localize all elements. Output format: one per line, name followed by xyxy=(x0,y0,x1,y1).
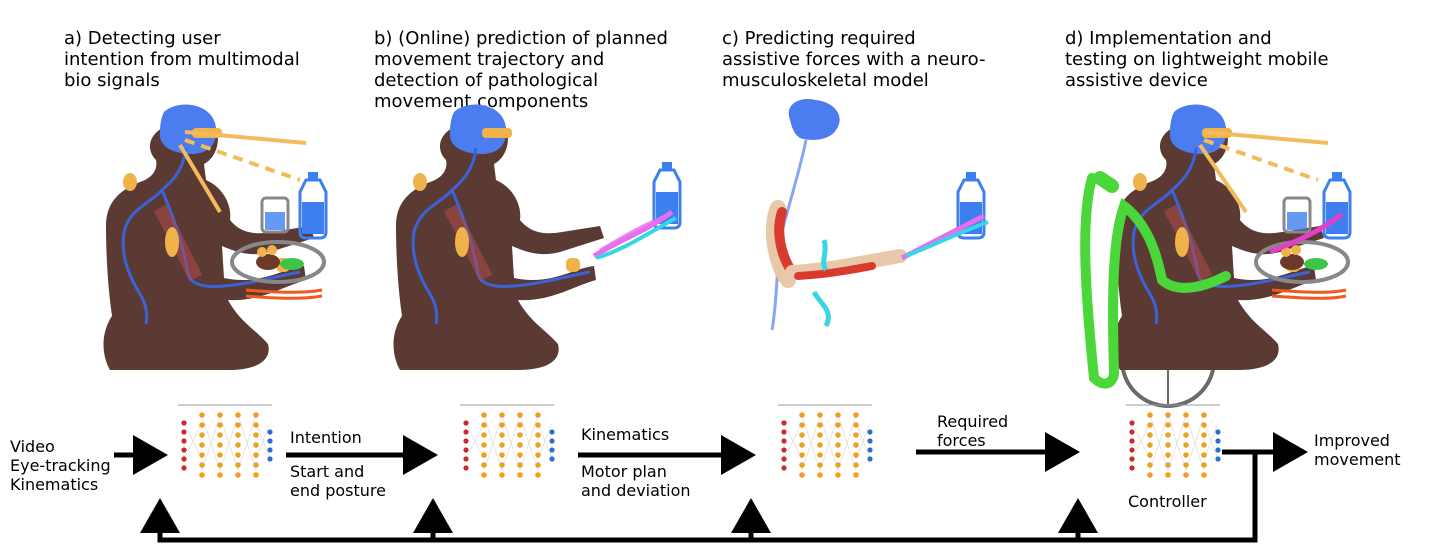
feedback-loop xyxy=(140,452,1258,543)
motor-plan-label: Motor plan and deviation xyxy=(581,462,691,500)
panel-b-illustration xyxy=(394,105,682,370)
actual-trajectory xyxy=(595,216,677,260)
required-forces-label: Required forces xyxy=(937,412,1009,450)
controller-label: Controller xyxy=(1128,492,1207,511)
brain-icon xyxy=(788,98,840,140)
neural-network-controller-icon xyxy=(1125,404,1222,479)
neural-network-c-icon xyxy=(777,404,874,479)
bottle-icon xyxy=(1322,170,1352,240)
forearm-muscle xyxy=(794,262,876,280)
force-vectors xyxy=(811,239,831,328)
panel-d-illustration xyxy=(1080,105,1352,408)
input-signals-label: Video Eye-tracking Kinematics xyxy=(10,437,111,494)
neural-network-b-icon xyxy=(459,404,556,479)
gaze-line xyxy=(184,130,307,145)
gaze-line-dashed xyxy=(184,138,301,182)
table-icon xyxy=(245,288,323,300)
kinematics-label: Kinematics xyxy=(581,425,670,444)
panel-c-illustration xyxy=(765,98,989,331)
pipeline-arrows xyxy=(114,432,1308,543)
neural-network-a-icon xyxy=(177,404,274,479)
actual-trajectory xyxy=(905,220,989,258)
panel-b-title: b) (Online) prediction of planned moveme… xyxy=(374,28,668,112)
panel-d-title: d) Implementation and testing on lightwe… xyxy=(1065,28,1329,91)
bottle-icon xyxy=(298,170,328,240)
intention-label: Intention xyxy=(290,428,362,447)
glass-icon xyxy=(260,196,290,234)
panel-c-title: c) Predicting required assistive forces … xyxy=(722,28,986,91)
gaze-line-down xyxy=(178,143,222,214)
assisted-trajectory xyxy=(1269,212,1344,255)
exoskeleton-icon xyxy=(1080,173,1231,389)
start-end-posture-label: Start and end posture xyxy=(290,462,386,500)
improved-movement-label: Improved movement xyxy=(1314,431,1401,469)
panel-a-title: a) Detecting user intention from multimo… xyxy=(64,28,300,91)
panel-a-illustration xyxy=(104,105,328,370)
